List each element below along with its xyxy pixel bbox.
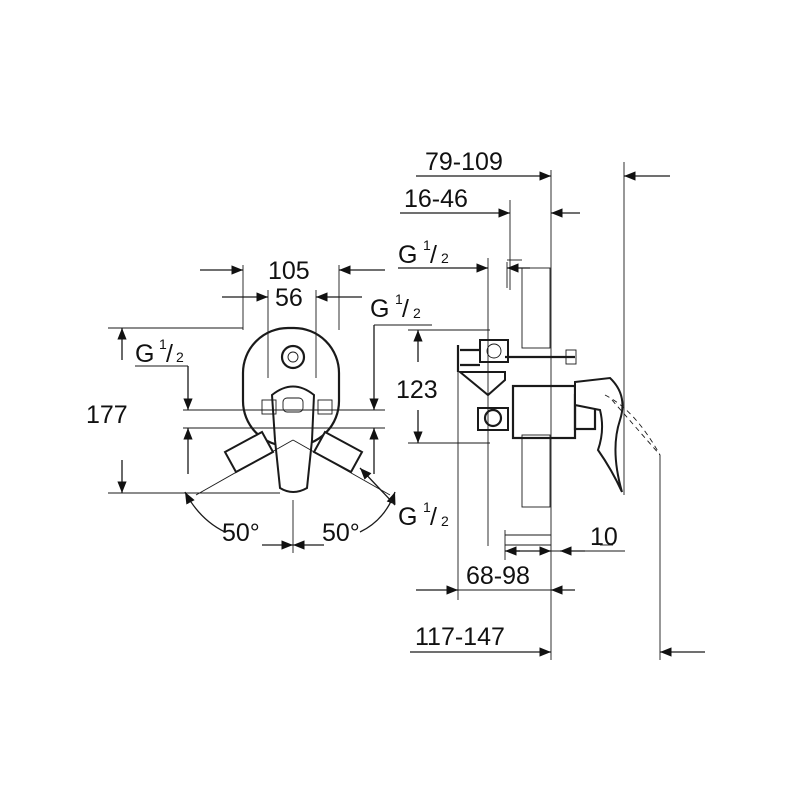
dim-cover: 10	[590, 523, 618, 551]
side-view: 79-109 16-46 G 1 / 2 123 10 68-98	[396, 148, 705, 660]
svg-text:1: 1	[159, 336, 167, 352]
dim-depth-total: 117-147	[415, 623, 505, 651]
left-pipe	[223, 430, 275, 474]
diverter-knob	[280, 344, 306, 370]
svg-text:1: 1	[395, 291, 403, 307]
svg-text:/: /	[166, 340, 173, 368]
side-handle-lever	[574, 376, 624, 493]
svg-text:/: /	[430, 241, 437, 269]
svg-text:G: G	[398, 503, 417, 531]
thread-label-side-top: G 1 / 2	[398, 237, 449, 269]
dim-depth-inner: 16-46	[404, 185, 468, 213]
svg-text:2: 2	[176, 349, 184, 365]
angle-left: 50°	[222, 519, 260, 547]
handle-lever	[270, 385, 316, 493]
svg-text:1: 1	[423, 237, 431, 253]
angle-right: 50°	[322, 519, 360, 547]
dim-height-center: 123	[396, 376, 438, 404]
svg-text:2: 2	[441, 513, 449, 529]
svg-text:2: 2	[413, 305, 421, 321]
svg-text:/: /	[402, 295, 409, 323]
front-view: 105 56 177 G 1 / 2 G 1 / 2	[86, 257, 449, 553]
wall-upper	[521, 267, 551, 349]
thread-label-upper-right: G 1 / 2	[370, 291, 421, 323]
wall-lower	[521, 434, 551, 508]
dim-width-inner: 56	[275, 284, 303, 312]
svg-text:2: 2	[441, 250, 449, 266]
thread-label-upper-left: G 1 / 2	[135, 336, 184, 368]
svg-text:1: 1	[423, 499, 431, 515]
svg-text:G: G	[398, 241, 417, 269]
dim-height: 177	[86, 401, 128, 429]
dim-depth-bottom: 68-98	[466, 562, 530, 590]
dim-depth-top: 79-109	[425, 148, 503, 176]
dim-width-outer: 105	[268, 257, 310, 285]
valve-body	[511, 384, 577, 440]
thread-label-lower-right: G 1 / 2	[398, 499, 449, 531]
svg-text:G: G	[370, 295, 389, 323]
svg-text:G: G	[135, 340, 154, 368]
svg-text:/: /	[430, 503, 437, 531]
right-pipe	[312, 430, 364, 474]
